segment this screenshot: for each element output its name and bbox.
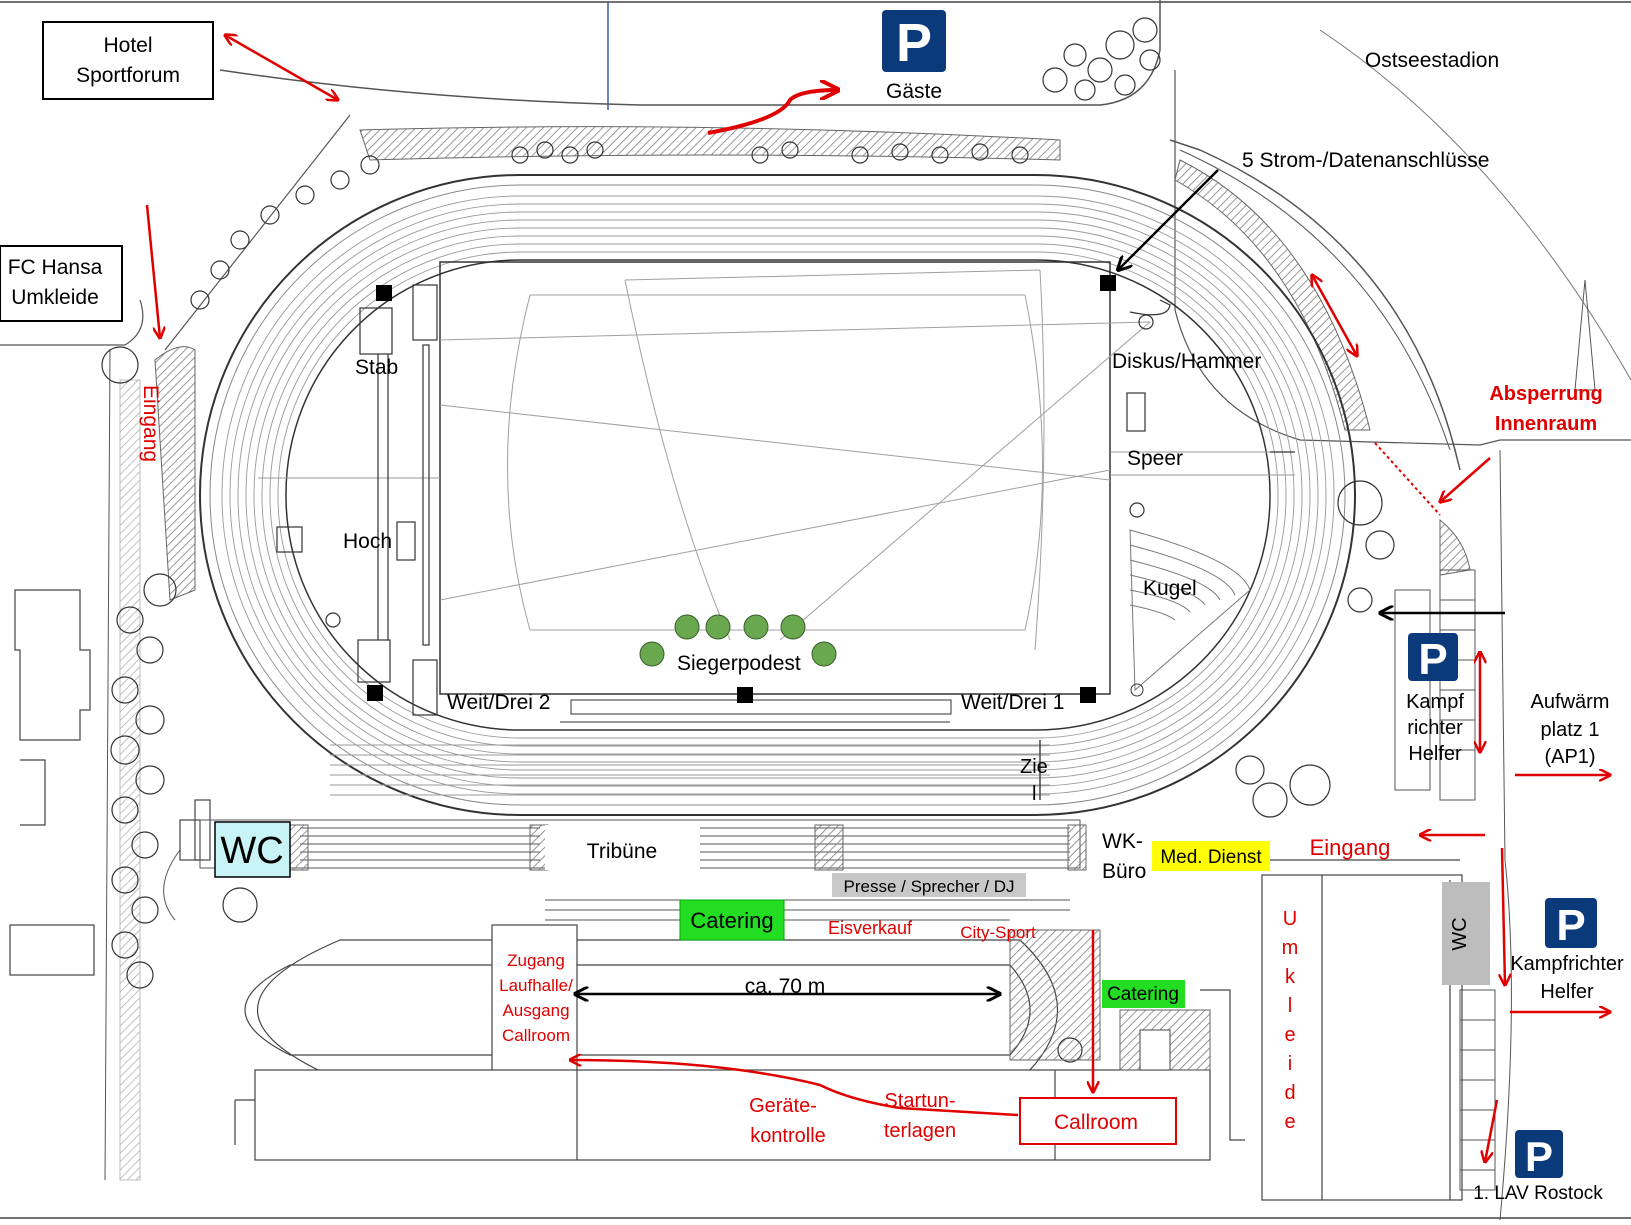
tribuene-label: Tribüne [587,840,657,863]
svg-text:P: P [1556,901,1585,950]
callroom-label: Callroom [1054,1111,1138,1134]
umkleide-letter: l [1288,995,1292,1017]
catering-right-label: Catering [1107,984,1179,1005]
aufwaermplatz-label: Aufwärm [1531,691,1610,713]
wk-buero-label: WK- [1102,830,1143,853]
svg-text:P: P [1418,635,1447,684]
fc-hansa-label: FC Hansa [8,256,103,279]
startunterlagen-label: terlagen [884,1120,956,1142]
med-dienst-label: Med. Dienst [1160,847,1262,868]
svg-text:P: P [896,13,932,73]
ziel-label: l [1032,783,1036,805]
eingang-right-label: Eingang [1310,835,1391,860]
speer-label: Speer [1127,447,1183,470]
absperrung-label: Innenraum [1495,413,1597,435]
absperrung-label: Absperrung [1489,383,1602,405]
lav-label: 1. LAV Rostock [1473,1183,1603,1204]
eingang-left-label: Eingang [139,385,162,462]
umkleide-letter: U [1283,908,1297,930]
ziel-label: Zie [1020,756,1048,778]
weit-drei-1-label: Weit/Drei 1 [961,691,1064,714]
zugang-label: Laufhalle/ [499,976,573,995]
eisverkauf-label: Eisverkauf [828,918,913,938]
umkleide-letter: k [1285,966,1296,988]
parking-sign-icon: P [1545,898,1597,950]
zugang-label: Zugang [507,951,565,970]
city-sport-label: City-Sport [960,923,1036,942]
umkleide-letter: i [1288,1053,1292,1075]
aufwaermplatz-label: (AP1) [1544,746,1595,768]
wk-buero-label: Büro [1102,860,1146,883]
kampfrichter-label: Kampf [1406,691,1464,713]
black-arrow-icon [1118,169,1505,964]
kampfrichter-label: richter [1407,717,1463,739]
gaeste-label: Gäste [886,80,942,103]
diskus-label: Diskus/Hammer [1112,350,1261,373]
kampfrichter-2-label: Kampfrichter [1510,953,1624,975]
umkleide-letter: e [1284,1111,1295,1133]
geraetekontrolle-label: kontrolle [750,1125,826,1147]
umkleide-letter: e [1284,1024,1295,1046]
kampfrichter-label: Helfer [1408,743,1462,765]
umkleide-letter: d [1284,1082,1295,1104]
weit-drei-2-label: Weit/Drei 2 [447,691,550,714]
kampfrichter-2-label: Helfer [1540,981,1594,1003]
catering-top-label: Catering [690,908,773,933]
siegerpodest-label: Siegerpodest [677,652,801,675]
wc-left-label: WC [220,830,283,872]
strom-label: 5 Strom-/Datenanschlüsse [1242,149,1489,172]
parking-sign-icon: P [1408,633,1458,684]
kugel-label: Kugel [1143,577,1197,600]
fc-hansa-label: Umkleide [11,286,99,309]
tree-icon [639,614,837,667]
wc-right-label: WC [1449,917,1471,950]
zugang-label: Ausgang [502,1001,569,1020]
parking-sign-icon: P [1515,1130,1563,1180]
zugang-label: Callroom [502,1026,570,1045]
aufwaermplatz-label: platz 1 [1541,719,1600,741]
geraetekontrolle-label: Geräte- [749,1095,817,1117]
hotel-label: Hotel [103,34,152,57]
hotel-label: Sportforum [76,64,180,87]
parking-sign-icon: P [882,10,946,73]
red-arrow-icon [145,35,1610,1162]
hoch-label: Hoch [343,530,392,553]
presse-label: Presse / Sprecher / DJ [843,877,1014,896]
ostseestadion-label: Ostseestadion [1365,49,1499,72]
stab-label: Stab [355,356,398,379]
startunterlagen-label: Startun- [884,1090,955,1112]
svg-text:P: P [1525,1133,1553,1180]
umkleide-letter: m [1282,937,1299,959]
umkleide-label: Umkleide [1282,908,1299,1133]
distance-label: ca. 70 m [745,975,826,998]
